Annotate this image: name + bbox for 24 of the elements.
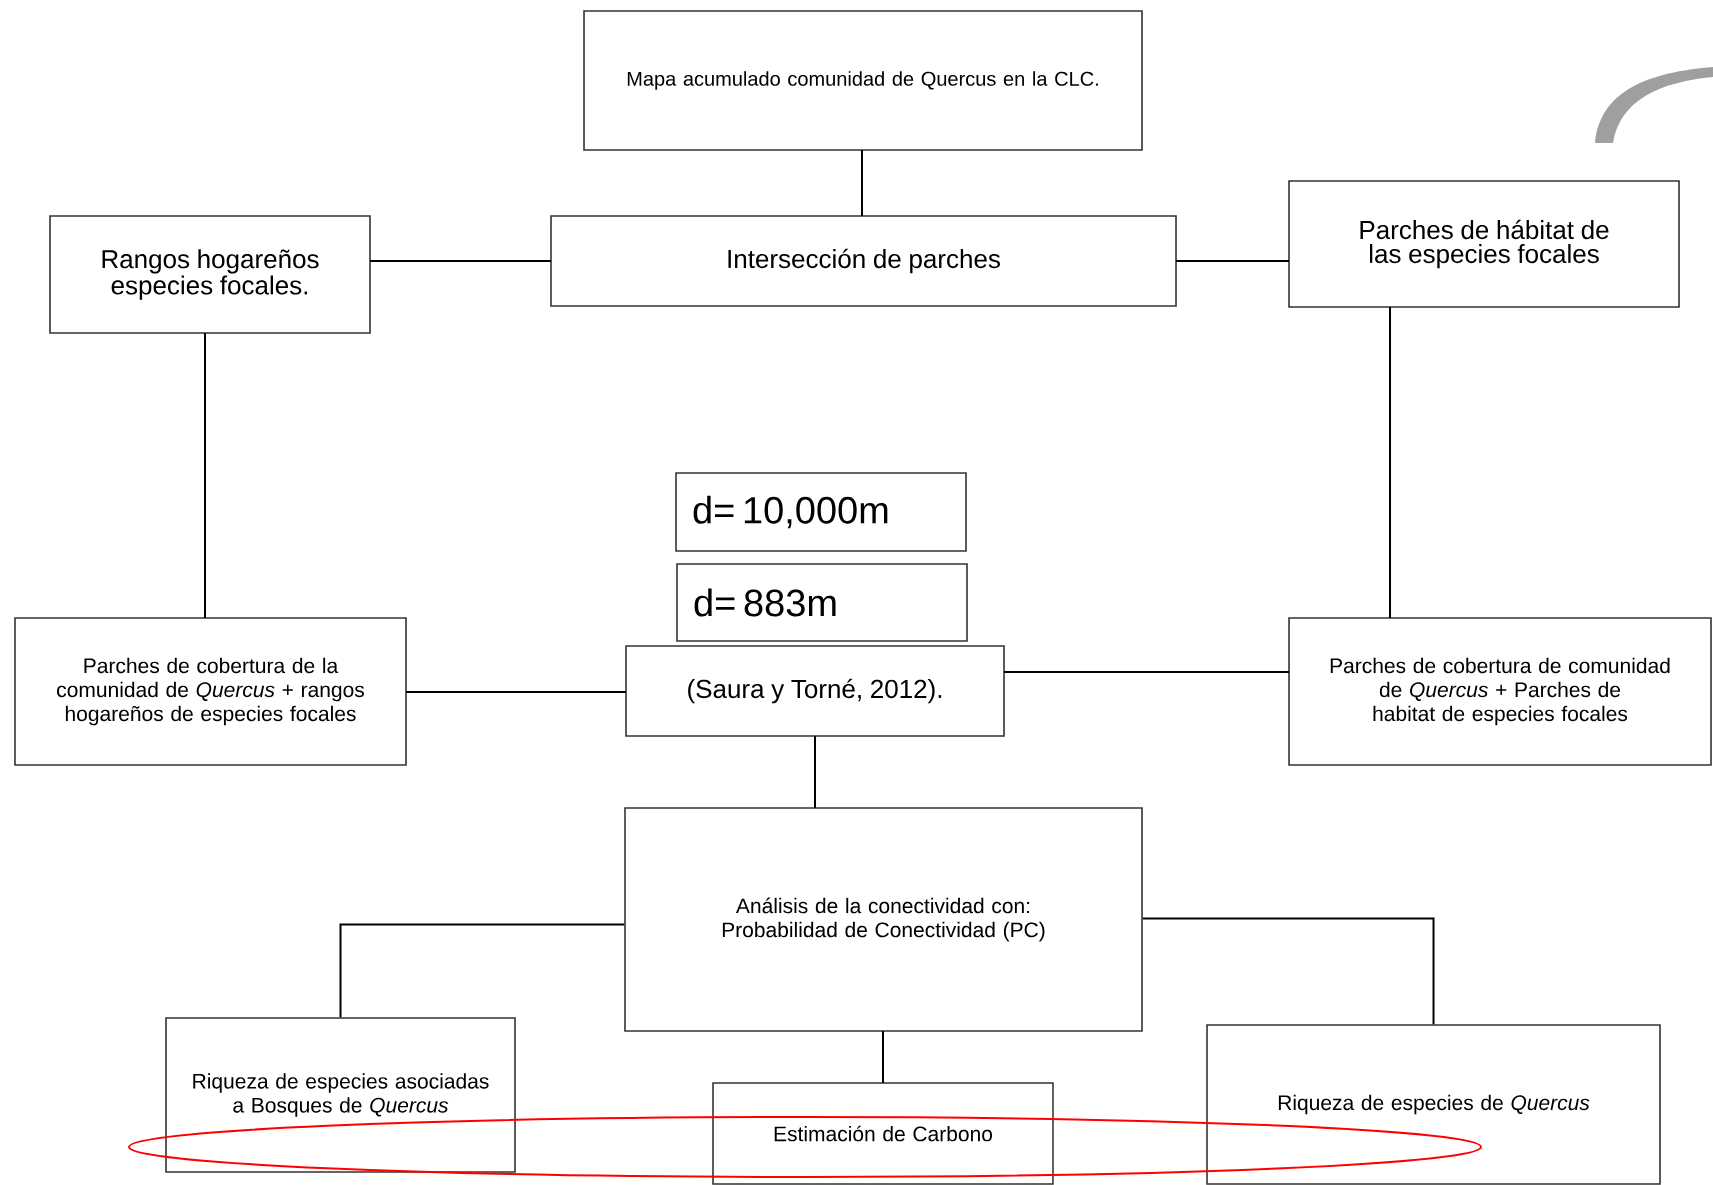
connector-line xyxy=(1389,306,1391,619)
connector-line xyxy=(1141,917,1435,1026)
process-box: Parches de cobertura de comunidad de Quercus + Parches de habitat de especies focales xyxy=(1288,617,1712,766)
connector-line xyxy=(814,735,816,809)
process-box: Análisis de la conectividad con: Probabilidad de Conectividad (PC) xyxy=(624,807,1143,1032)
connector-line xyxy=(369,260,552,262)
process-box: Riqueza de especies asociadas a Bosques de Quercus xyxy=(165,1017,516,1173)
connector-line xyxy=(882,1030,884,1084)
process-box: Rangos hogareños especies focales. xyxy=(49,215,371,334)
connector-line xyxy=(1003,671,1290,673)
connector-line xyxy=(204,332,206,619)
process-box: (Saura y Torné, 2012). xyxy=(625,645,1005,737)
process-box: d= 883m xyxy=(676,563,968,642)
connector-line xyxy=(1175,260,1290,262)
process-box: Riqueza de especies de Quercus xyxy=(1206,1024,1661,1185)
process-box: d= 10,000m xyxy=(675,472,967,552)
process-box: Parches de hábitat de las especies focales xyxy=(1288,180,1680,308)
process-box: Intersección de parches xyxy=(550,215,1177,307)
connector-line xyxy=(339,923,626,1019)
process-box: Estimación de Carbono xyxy=(712,1082,1054,1185)
process-box: Parches de cobertura de la comunidad de Quercus + rangos hogareños de especies focales xyxy=(14,617,407,766)
connector-line xyxy=(405,691,627,693)
process-box: Mapa acumulado comunidad de Quercus en la CLC. xyxy=(583,10,1143,151)
connector-line xyxy=(861,149,863,217)
